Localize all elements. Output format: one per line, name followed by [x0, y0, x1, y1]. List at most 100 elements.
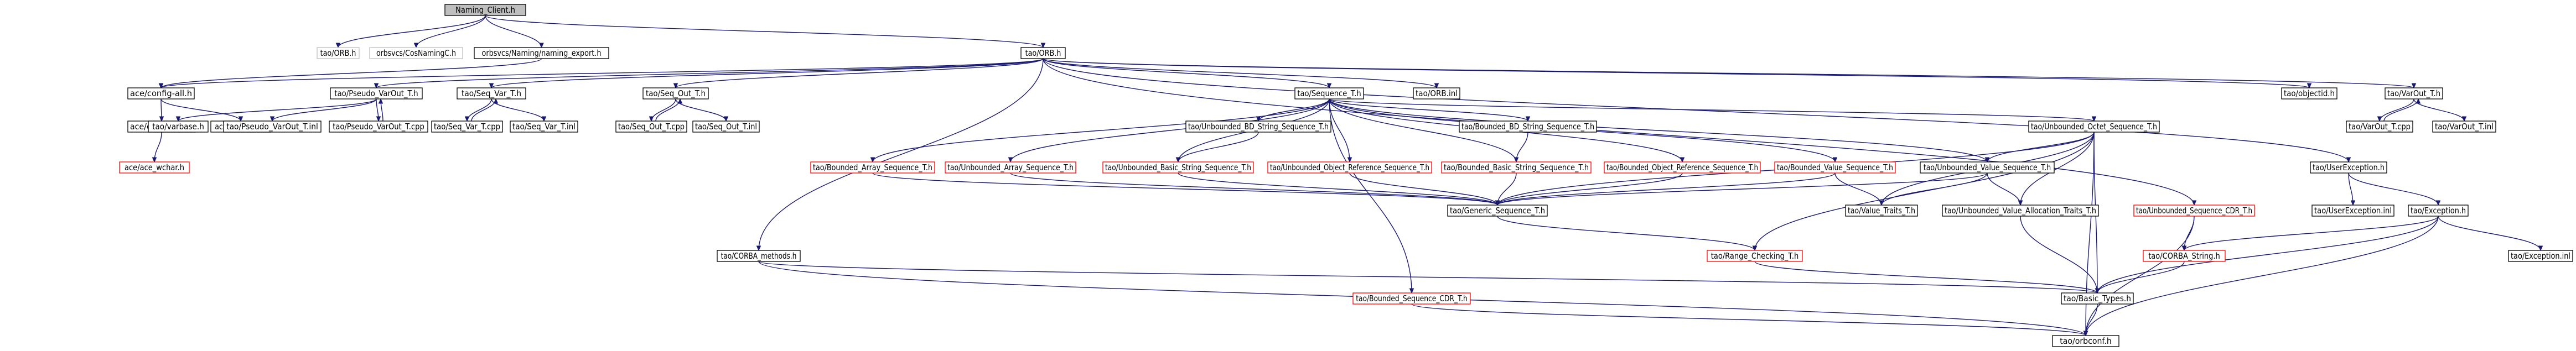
- graph-node[interactable]: tao/Seq_Out_T.h: [642, 87, 709, 99]
- graph-node[interactable]: tao/VarOut_T.inl: [2432, 121, 2496, 133]
- graph-node[interactable]: tao/Pseudo_VarOut_T.h: [330, 87, 423, 99]
- node-box[interactable]: [1774, 161, 1896, 174]
- graph-node[interactable]: tao/Bounded_Object_Reference_Sequence_T.…: [1604, 161, 1761, 174]
- graph-node[interactable]: tao/ORB.h: [1020, 47, 1066, 59]
- graph-node[interactable]: tao/varbase.h: [148, 121, 209, 133]
- edge-arrowhead: [1256, 116, 1261, 122]
- node-box[interactable]: [1185, 121, 1331, 133]
- node-box[interactable]: [1441, 161, 1592, 174]
- node-box[interactable]: [2385, 87, 2443, 99]
- node-box[interactable]: [2432, 121, 2496, 133]
- graph-node[interactable]: tao/Value_Traits_T.h: [1845, 205, 1918, 217]
- node-box[interactable]: [148, 121, 209, 133]
- graph-node[interactable]: tao/ORB.h: [317, 47, 360, 59]
- node-box[interactable]: [431, 121, 503, 133]
- node-box[interactable]: [2346, 121, 2413, 133]
- edge-arrowhead: [489, 83, 494, 89]
- node-box[interactable]: [1604, 161, 1761, 174]
- graph-node[interactable]: tao/Seq_Var_T.cpp: [431, 121, 503, 133]
- graph-node[interactable]: tao/Bounded_Basic_String_Sequence_T.h: [1441, 161, 1592, 174]
- node-box[interactable]: [510, 121, 578, 133]
- graph-node[interactable]: tao/Range_Checking_T.h: [1707, 250, 1803, 262]
- node-box[interactable]: [2311, 205, 2394, 217]
- graph-node[interactable]: tao/Seq_Var_T.inl: [510, 121, 578, 133]
- graph-node[interactable]: tao/CORBA_methods.h: [717, 250, 801, 262]
- node-box[interactable]: [1352, 292, 1471, 305]
- node-box[interactable]: [1413, 87, 1460, 99]
- graph-node[interactable]: tao/Unbounded_Basic_String_Sequence_T.h: [1102, 161, 1254, 174]
- node-box[interactable]: [1447, 205, 1548, 217]
- graph-node[interactable]: tao/VarOut_T.h: [2385, 87, 2443, 99]
- node-box[interactable]: [1942, 205, 2099, 217]
- graph-node[interactable]: tao/Unbounded_Sequence_CDR_T.h: [2133, 205, 2255, 217]
- graph-node[interactable]: tao/Pseudo_VarOut_T.cpp: [329, 121, 428, 133]
- graph-node[interactable]: tao/Bounded_Array_Sequence_T.h: [810, 161, 935, 174]
- node-box[interactable]: [317, 47, 360, 59]
- node-box[interactable]: [1020, 47, 1066, 59]
- node-box[interactable]: [2143, 250, 2226, 262]
- node-box[interactable]: [1920, 161, 2055, 174]
- node-box[interactable]: [945, 161, 1076, 174]
- graph-node[interactable]: tao/Bounded_BD_String_Sequence_T.h: [1459, 121, 1597, 133]
- graph-node[interactable]: tao/Generic_Sequence_T.h: [1447, 205, 1548, 217]
- graph-node[interactable]: tao/Sequence_T.h: [1294, 87, 1364, 99]
- node-box[interactable]: [2052, 335, 2119, 347]
- node-box[interactable]: [127, 87, 195, 99]
- graph-node[interactable]: tao/objectid.h: [2281, 87, 2337, 99]
- node-box[interactable]: [615, 121, 687, 133]
- graph-node[interactable]: tao/Unbounded_Value_Allocation_Traits_T.…: [1942, 205, 2099, 217]
- graph-node[interactable]: tao/Pseudo_VarOut_T.inl: [223, 121, 322, 133]
- node-box[interactable]: [717, 250, 801, 262]
- node-box[interactable]: [1707, 250, 1803, 262]
- graph-node[interactable]: tao/CORBA_String.h: [2143, 250, 2226, 262]
- node-box[interactable]: [223, 121, 322, 133]
- node-box[interactable]: [330, 87, 423, 99]
- graph-node[interactable]: tao/ORB.inl: [1413, 87, 1460, 99]
- node-box[interactable]: [369, 47, 463, 59]
- graph-node[interactable]: tao/UserException.h: [2310, 161, 2387, 174]
- node-box[interactable]: [1102, 161, 1254, 174]
- graph-node[interactable]: tao/Seq_Var_T.h: [457, 87, 526, 99]
- node-box[interactable]: [329, 121, 428, 133]
- node-box[interactable]: [642, 87, 709, 99]
- node-box[interactable]: [2281, 87, 2337, 99]
- dependency-edge: [1043, 58, 1437, 88]
- node-box[interactable]: [2408, 205, 2469, 217]
- graph-node[interactable]: tao/Exception.inl: [2508, 250, 2573, 262]
- node-box[interactable]: [457, 87, 526, 99]
- graph-node[interactable]: tao/Unbounded_Array_Sequence_T.h: [945, 161, 1076, 174]
- graph-node[interactable]: tao/Unbounded_Value_Sequence_T.h: [1920, 161, 2055, 174]
- graph-node[interactable]: tao/Unbounded_BD_String_Sequence_T.h: [1185, 121, 1331, 133]
- graph-node[interactable]: tao/Unbounded_Octet_Sequence_T.h: [2028, 121, 2160, 133]
- graph-node[interactable]: tao/Seq_Out_T.cpp: [615, 121, 687, 133]
- graph-node[interactable]: tao/Unbounded_Object_Reference_Sequence_…: [1267, 161, 1432, 174]
- node-box[interactable]: [692, 121, 760, 133]
- node-box[interactable]: [2508, 250, 2573, 262]
- node-box[interactable]: [2028, 121, 2160, 133]
- node-box[interactable]: [2133, 205, 2255, 217]
- graph-node[interactable]: orbsvcs/Naming/naming_export.h: [474, 47, 609, 59]
- graph-node[interactable]: tao/Bounded_Sequence_CDR_T.h: [1352, 292, 1471, 305]
- graph-node[interactable]: orbsvcs/CosNamingC.h: [369, 47, 463, 59]
- node-box[interactable]: [1267, 161, 1432, 174]
- node-box[interactable]: [1459, 121, 1597, 133]
- graph-node[interactable]: ace/config-all.h: [127, 87, 195, 99]
- graph-node[interactable]: tao/UserException.inl: [2311, 205, 2394, 217]
- node-box[interactable]: [474, 47, 609, 59]
- dependency-edge: [485, 15, 542, 48]
- node-box[interactable]: [119, 161, 190, 174]
- graph-node[interactable]: ace/ace_wchar.h: [119, 161, 190, 174]
- node-box[interactable]: [444, 4, 526, 16]
- graph-node[interactable]: tao/Bounded_Value_Sequence_T.h: [1774, 161, 1896, 174]
- node-box[interactable]: [810, 161, 935, 174]
- node-box[interactable]: [2061, 292, 2134, 305]
- node-box[interactable]: [1845, 205, 1918, 217]
- node-box[interactable]: [2310, 161, 2387, 174]
- graph-node[interactable]: tao/Basic_Types.h: [2061, 292, 2134, 305]
- graph-node[interactable]: tao/orbconf.h: [2052, 335, 2119, 347]
- node-box[interactable]: [1294, 87, 1364, 99]
- graph-node[interactable]: tao/Seq_Out_T.inl: [692, 121, 760, 133]
- graph-node[interactable]: tao/VarOut_T.cpp: [2346, 121, 2413, 133]
- graph-node[interactable]: tao/Exception.h: [2408, 205, 2469, 217]
- graph-node[interactable]: Naming_Client.h: [444, 4, 526, 16]
